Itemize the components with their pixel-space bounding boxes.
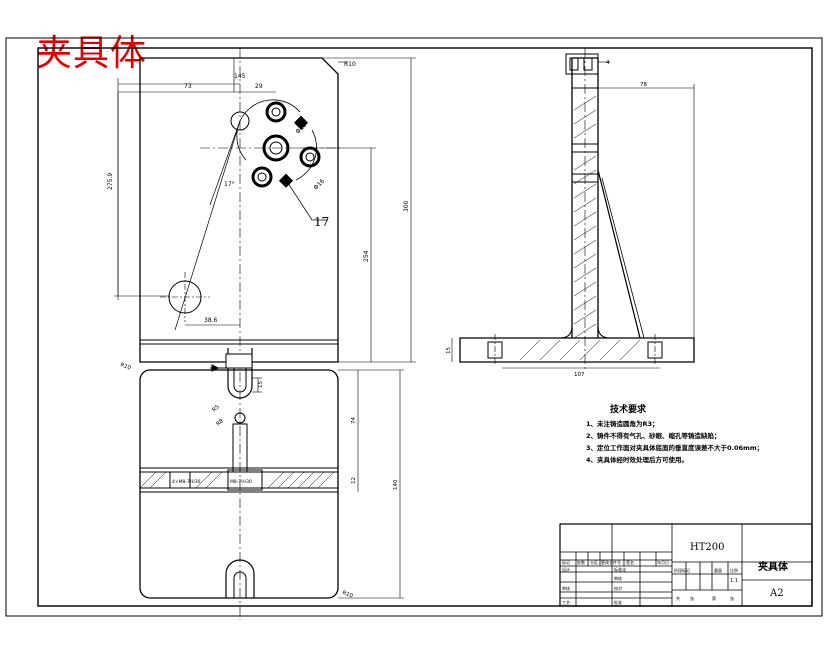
lbl-page: 第 [712, 595, 716, 601]
lbl-audit: 审核 [614, 575, 622, 581]
sheet-title: 夹具体 [36, 33, 148, 74]
slot-label-left: 4×M8-7H/30 [172, 479, 201, 485]
lbl-process: 工艺 [562, 600, 570, 605]
dim-r1: R5 [211, 404, 221, 414]
small-hole-left [230, 111, 250, 131]
pin-diamond-2 [278, 173, 294, 188]
lbl-stage: 阶段标记 [674, 567, 690, 573]
dim-chamfer: R10 [344, 61, 356, 68]
dim-38: 38.6 [204, 317, 218, 324]
dim-corner: R10 [341, 590, 354, 600]
hole-center [262, 134, 290, 162]
locating-block [225, 353, 253, 369]
hdr-zone: 分区 [590, 559, 598, 565]
sheet-size: A2 [769, 588, 784, 599]
side-rib [597, 169, 641, 339]
pin-hole [234, 412, 246, 424]
top-notch [227, 348, 253, 399]
callout-17: 17 [314, 215, 329, 229]
lbl-design: 设计 [562, 566, 570, 572]
top-view-dim-text: 145 73 29 275.9 254 300 38.6 17° R10 Φ16… [107, 61, 410, 324]
hdr-date: 年月日 [657, 559, 669, 565]
dim-15-side: 15 [446, 347, 452, 354]
hole-lower [251, 166, 273, 188]
section-right [227, 469, 263, 491]
hdr-count: 处数 [577, 559, 585, 565]
bottom-view [139, 348, 404, 599]
tech-item-2: 2、铸件不得有气孔、砂眼、缩孔等铸造缺陷； [586, 431, 721, 440]
dim-chamfer-b: R10 [119, 362, 132, 372]
slot-label-right: M8-7H/30 [230, 479, 252, 485]
lbl-weight: 重量 [714, 567, 722, 573]
title-block-text: HT200 夹具体 A2 1:1 标记 处数 分区 更改文件号 签名 年月日 设… [562, 542, 789, 605]
lbl-review: 审核 [562, 585, 570, 591]
hdr-change: 更改文件号 [601, 559, 621, 565]
side-base [459, 337, 695, 363]
dim-74: 74 [351, 417, 357, 424]
side-view [451, 48, 695, 372]
tech-item-3: 3、定位工作面对夹具体底面的垂直度误差不大于0.06mm； [586, 443, 763, 452]
dim-145: 145 [234, 73, 246, 80]
dim-15: 15 [258, 381, 264, 388]
top-view [114, 48, 416, 620]
dim-4: 4 [606, 60, 610, 66]
tech-heading: 技术要求 [610, 403, 647, 415]
part-name: 夹具体 [758, 560, 789, 573]
lbl-sheets: 张 [690, 595, 694, 601]
dim-300: 300 [403, 200, 410, 212]
hdr-mark: 标记 [562, 559, 570, 565]
tech-item-1: 1、未注铸造圆角为R3； [586, 419, 659, 428]
title-block [559, 523, 813, 607]
lbl-total: 共 [676, 595, 680, 601]
material: HT200 [690, 542, 724, 553]
scale: 1:1 [730, 578, 738, 584]
dim-73: 73 [184, 83, 192, 90]
lbl-approve: 批准 [614, 599, 622, 605]
lbl-standardize: 标准化 [614, 566, 626, 572]
dim-78: 78 [640, 82, 647, 88]
lbl-scale: 比例 [730, 567, 738, 573]
dim-angle: 17° [224, 181, 235, 188]
section-left [169, 471, 191, 489]
dim-r2: R8 [215, 418, 225, 428]
outer-frame [5, 37, 823, 617]
dim-small2: Φ16 [312, 178, 326, 192]
tech-item-4: 4、夹具体经时效处理后方可使用。 [586, 455, 688, 464]
side-view-dim-text: 4 78 15 107 [446, 60, 647, 378]
lbl-page-sheets: 张 [730, 595, 734, 601]
dim-140: 140 [393, 479, 399, 490]
hole-top [265, 101, 287, 123]
dim-275: 275.9 [107, 173, 114, 190]
top-plate-outline [139, 57, 339, 363]
bottom-notch [225, 559, 255, 598]
vertical-slot [232, 423, 248, 473]
dim-29: 29 [255, 83, 263, 90]
dim-107: 107 [574, 372, 585, 378]
dim-12: 12 [351, 477, 357, 484]
tech-requirements: 技术要求 1、未注铸造圆角为R3； 2、铸件不得有气孔、砂眼、缩孔等铸造缺陷； … [586, 403, 763, 464]
inner-frame [37, 47, 813, 607]
hdr-sign: 签名 [626, 559, 634, 565]
lbl-check: 校对 [614, 585, 622, 591]
dim-254: 254 [363, 250, 370, 262]
pin-diamond-1 [293, 115, 309, 130]
bottom-view-dim-text: 74 12 140 15 R10 R5 R8 4×M8-7H/30 M8-7H/… [119, 362, 399, 600]
